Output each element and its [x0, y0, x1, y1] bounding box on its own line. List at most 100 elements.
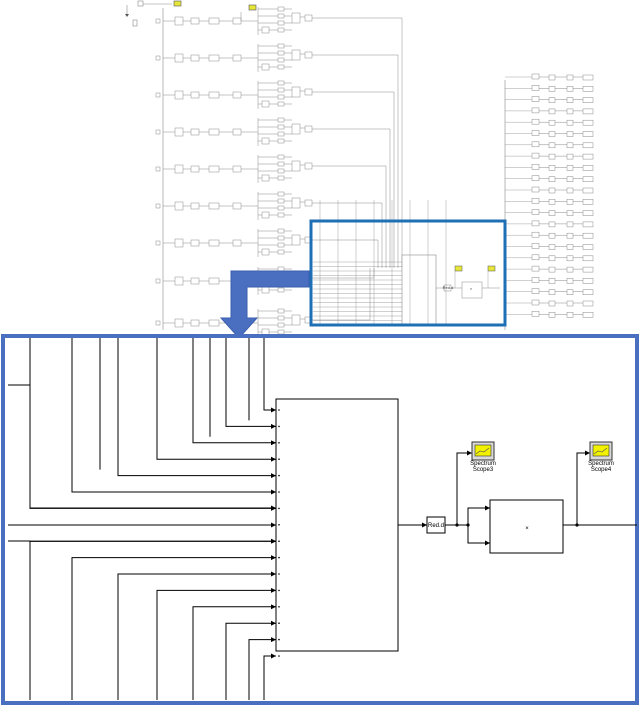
gain-block	[155, 55, 161, 61]
filter-block	[190, 239, 200, 247]
input-port-dot	[278, 573, 280, 575]
right-block	[548, 119, 556, 126]
right-out-block	[582, 199, 594, 205]
right-out-block	[582, 255, 594, 262]
filter-block	[208, 165, 220, 173]
filter-block	[190, 17, 200, 25]
delay-block	[174, 318, 184, 328]
routing-line	[312, 268, 371, 321]
input-port-dot	[278, 540, 280, 542]
right-out-block	[582, 131, 594, 137]
scope3-mini	[454, 265, 463, 272]
mini-block	[277, 101, 285, 107]
input-signal-line	[263, 653, 276, 700]
mini-block	[277, 322, 285, 328]
output-block	[304, 51, 313, 59]
routing-line	[312, 239, 379, 268]
mini-block	[261, 100, 270, 108]
mini-block	[277, 124, 285, 130]
mini-block	[277, 191, 285, 197]
right-out-block	[582, 266, 594, 273]
right-block	[548, 86, 556, 92]
gain-block	[155, 278, 161, 284]
filter-block	[208, 17, 220, 25]
right-out-block	[582, 312, 594, 318]
mini-block	[261, 211, 270, 219]
right-block	[566, 199, 574, 205]
input-signal-line	[156, 587, 276, 700]
right-block	[548, 210, 556, 216]
filter-block	[190, 202, 200, 210]
right-block	[548, 199, 556, 205]
right-block	[566, 232, 574, 239]
filter-block	[208, 54, 220, 62]
filter-block	[232, 165, 242, 173]
right-out-block	[582, 289, 594, 295]
mux-block	[275, 398, 399, 652]
right-out-block	[582, 278, 594, 284]
right-block	[566, 278, 574, 284]
mini-block	[261, 174, 270, 182]
right-gain-block	[531, 107, 540, 114]
right-gain-block	[531, 209, 540, 215]
right-block	[566, 221, 574, 228]
scope3-label-line2: Scope3	[473, 467, 494, 473]
input-port-dot	[278, 491, 280, 493]
right-gain-block	[531, 231, 540, 238]
right-out-block	[582, 165, 594, 171]
right-block	[566, 142, 574, 149]
right-block	[566, 119, 574, 126]
scope3-feed-line	[456, 450, 472, 525]
mini-block	[277, 266, 285, 272]
right-out-block	[582, 97, 594, 103]
input-port-dot	[278, 458, 280, 461]
right-block	[548, 165, 556, 171]
input-signal-line	[117, 571, 276, 700]
scope-mini	[173, 0, 182, 7]
zoom-arrow-icon	[219, 270, 310, 339]
mini-block	[277, 308, 285, 314]
input-signal-line	[117, 338, 276, 479]
input-signal-line	[225, 620, 276, 700]
product-input-line	[467, 525, 490, 546]
right-out-block	[582, 210, 594, 216]
scope-mini	[248, 4, 257, 11]
source-block	[132, 19, 138, 27]
source-block	[137, 0, 144, 7]
delay-block	[174, 276, 184, 286]
right-out-block	[582, 153, 594, 160]
mini-block	[277, 228, 285, 234]
sum-block	[291, 86, 301, 98]
delay-block	[174, 238, 184, 248]
mini-block	[277, 50, 285, 56]
right-gain-block	[531, 198, 540, 204]
filter-block	[208, 202, 220, 210]
right-block	[548, 244, 556, 250]
spectrum-scope3-icon-trace	[475, 447, 490, 455]
filter-block	[190, 91, 200, 99]
sum-block	[291, 12, 301, 24]
mini-block	[277, 13, 285, 19]
scope4-label-line2: Scope4	[591, 467, 612, 473]
right-gain-block	[531, 311, 540, 317]
right-block	[548, 153, 556, 160]
right-block	[548, 74, 556, 81]
right-gain-block	[531, 96, 540, 102]
mini-block	[277, 175, 285, 181]
gain-block	[155, 129, 161, 135]
input-port-dot	[278, 638, 280, 641]
right-gain-block	[531, 277, 540, 283]
right-gain-block	[531, 118, 540, 125]
mini-block	[277, 249, 285, 255]
right-block	[548, 289, 556, 295]
input-port-dot	[278, 622, 280, 624]
right-gain-block	[531, 175, 540, 181]
right-block	[566, 131, 574, 137]
right-block	[548, 108, 556, 115]
right-block	[548, 142, 556, 149]
mini-block	[277, 329, 285, 335]
right-out-block	[582, 74, 594, 81]
routing-line	[312, 128, 391, 268]
input-port-dot	[278, 606, 280, 608]
red-block-label: Red.d	[428, 523, 444, 529]
